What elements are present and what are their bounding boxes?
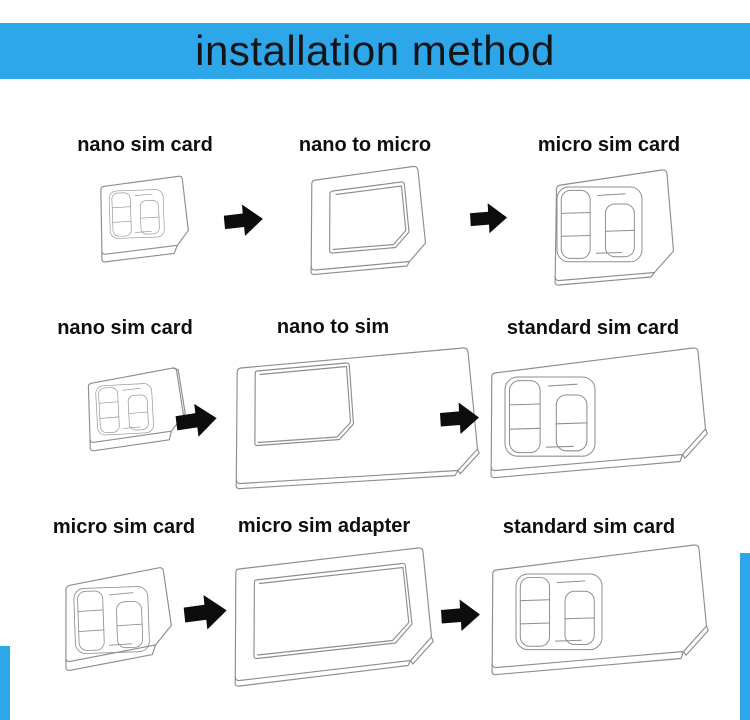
right-edge-decoration <box>740 553 750 720</box>
nano-sim-card-figure <box>74 363 199 469</box>
nano-sim-card-figure <box>92 172 195 271</box>
right-arrow-icon <box>440 399 480 442</box>
row3-left-label: micro sim card <box>52 516 196 538</box>
micro-sim-card-figure <box>541 163 693 291</box>
micro-sim-adapter-figure <box>226 540 448 694</box>
row1-middle-label: nano to micro <box>298 134 432 156</box>
right-arrow-icon <box>223 200 264 244</box>
row2-left-label: nano sim card <box>57 317 193 339</box>
row1-right-label: micro sim card <box>537 134 681 156</box>
left-edge-decoration <box>0 646 10 720</box>
row3-middle-label: micro sim adapter <box>237 515 411 537</box>
right-arrow-icon <box>174 398 219 448</box>
right-arrow-icon <box>441 596 481 639</box>
row2-middle-label: nano to sim <box>276 316 390 338</box>
page-title: installation method <box>195 27 555 74</box>
standard-sim-card-figure <box>482 538 722 700</box>
header-banner: installation method <box>0 23 750 79</box>
nano-to-sim-adapter-figure <box>227 341 495 493</box>
row2-right-label: standard sim card <box>506 317 680 339</box>
row3-right-label: standard sim card <box>502 516 676 538</box>
micro-sim-card-figure <box>51 561 201 702</box>
nano-to-micro-adapter-figure <box>298 160 438 282</box>
right-arrow-icon <box>470 200 508 241</box>
row1-left-label: nano sim card <box>77 134 213 156</box>
standard-sim-card-figure <box>481 341 721 503</box>
right-arrow-icon <box>183 590 229 639</box>
